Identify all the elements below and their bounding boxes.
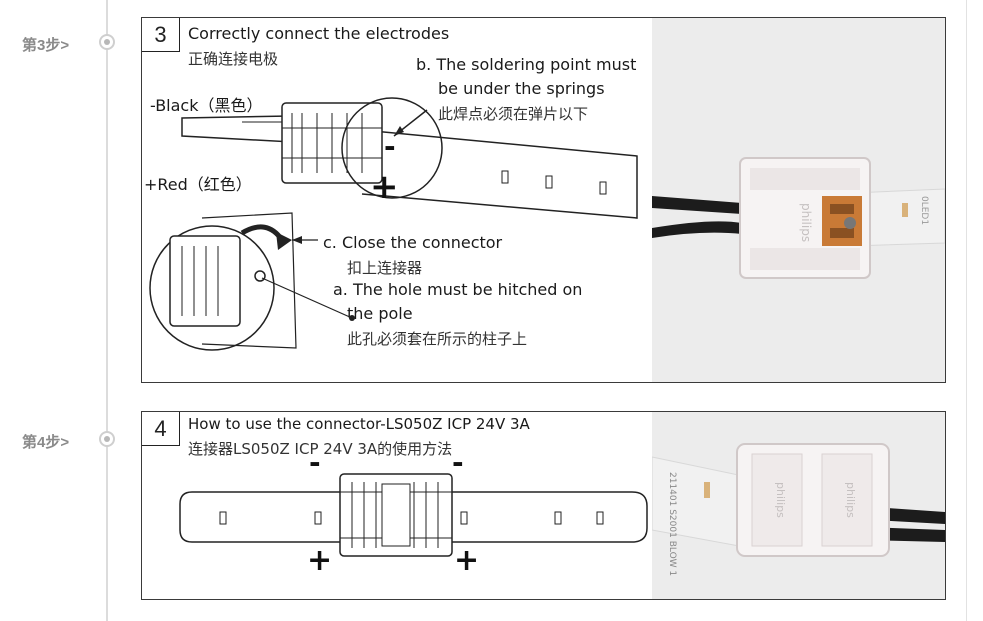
strip-code: 0LED1 <box>919 196 929 225</box>
connector-photo: 211401 S2001 BLOW 1 philips philips <box>652 412 945 599</box>
step-4-dot <box>99 431 115 447</box>
black-wire-label: -Black（黑色） <box>150 96 263 115</box>
step-3-panel: 3 Correctly connect the electrodes 正确连接电… <box>141 17 946 383</box>
step-title-cn: 正确连接电极 <box>188 50 279 68</box>
minus-left: - <box>309 446 321 479</box>
note-a: a. The hole must be hitched on <box>333 280 583 299</box>
plus-sign: + <box>370 167 399 207</box>
plus-left: + <box>307 543 332 578</box>
connection-diagram: - + <box>149 97 638 351</box>
note-a-cn: 此孔必须套在所示的柱子上 <box>347 330 528 348</box>
step-title: Correctly connect the electrodes <box>188 24 450 43</box>
connector-diagram: - - + + <box>179 446 648 578</box>
step-title: How to use the connector-LS050Z ICP 24V … <box>188 415 530 433</box>
minus-sign: - <box>384 130 396 163</box>
note-b-line2: be under the springs <box>438 79 605 98</box>
timeline-line <box>106 0 108 621</box>
note-a-line2: the pole <box>347 304 413 323</box>
brand-mark: philips <box>844 482 857 518</box>
connector-photo: 0LED1 philips <box>652 18 945 382</box>
brand-mark: philips <box>799 203 813 242</box>
minus-right: - <box>452 446 464 479</box>
step-title-cn: 连接器LS050Z ICP 24V 3A的使用方法 <box>188 440 453 458</box>
step-4-photo: 211401 S2001 BLOW 1 philips philips <box>652 412 945 599</box>
step-number: 4 <box>142 412 180 446</box>
strip-code: 211401 S2001 BLOW 1 <box>667 472 677 576</box>
brand-mark: philips <box>774 482 787 518</box>
note-b-cn: 此焊点必须在弹片以下 <box>438 105 589 123</box>
note-c: c. Close the connector <box>323 233 503 252</box>
step-3-photo: 0LED1 philips <box>652 18 945 382</box>
step-3-label[interactable]: 第3步> <box>22 37 70 54</box>
red-wire-label: +Red（红色） <box>144 175 252 194</box>
step-3-dot <box>99 34 115 50</box>
page-divider <box>966 0 967 621</box>
plus-right: + <box>454 543 479 578</box>
step-4-label[interactable]: 第4步> <box>22 434 70 451</box>
note-b: b. The soldering point must <box>416 55 637 74</box>
step-number: 3 <box>142 18 180 52</box>
note-c-cn: 扣上连接器 <box>347 259 423 277</box>
step-4-panel: 4 How to use the connector-LS050Z ICP 24… <box>141 411 946 600</box>
